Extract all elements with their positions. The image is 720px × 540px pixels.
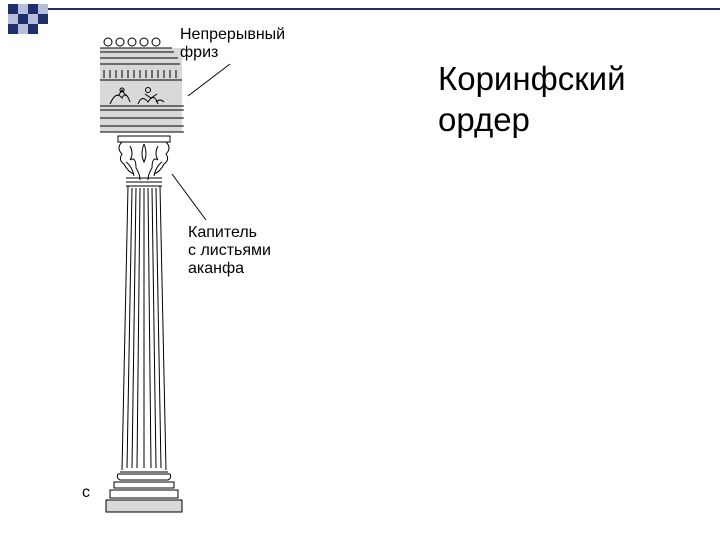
capital-leader-line [171, 173, 207, 221]
deco-square-9 [28, 24, 38, 34]
capital-label-line-2: с листьями [188, 242, 271, 259]
capital-label-line-1: Капитель [188, 224, 258, 241]
dentils [103, 70, 177, 78]
capital-label-line-3: аканфа [188, 260, 245, 277]
entablature [100, 37, 184, 133]
deco-square-4 [38, 4, 48, 14]
deco-square-1 [8, 4, 18, 14]
stray-character: с [82, 484, 90, 501]
slide-title: Коринфский ордер [438, 58, 698, 140]
deco-square-8 [18, 24, 28, 34]
slide-title-line-1: Коринфский [438, 60, 626, 97]
cornice-ornaments [100, 37, 172, 49]
frieze-figures [109, 87, 165, 105]
deco-square-2 [18, 4, 28, 14]
frieze-leader-line [187, 63, 231, 97]
column-base [105, 471, 183, 513]
capital-label: Капитель с листьями аканфа [188, 224, 271, 278]
frieze-label-line-2: фриз [180, 44, 219, 61]
slide-title-line-2: ордер [438, 101, 530, 138]
deco-square-10 [38, 14, 48, 24]
corinthian-column-illustration [100, 37, 231, 513]
column-shaft [121, 185, 167, 471]
frieze-label-line-1: Непрерывный [180, 26, 286, 43]
deco-square-6 [18, 14, 28, 24]
decorative-header-bar [8, 4, 720, 34]
column-capital [117, 135, 171, 183]
deco-square-7 [28, 14, 38, 24]
frieze-label: Непрерывный фриз [180, 26, 285, 62]
deco-square-5 [8, 14, 18, 24]
deco-square-3 [28, 4, 38, 14]
deco-square-11 [8, 24, 18, 34]
